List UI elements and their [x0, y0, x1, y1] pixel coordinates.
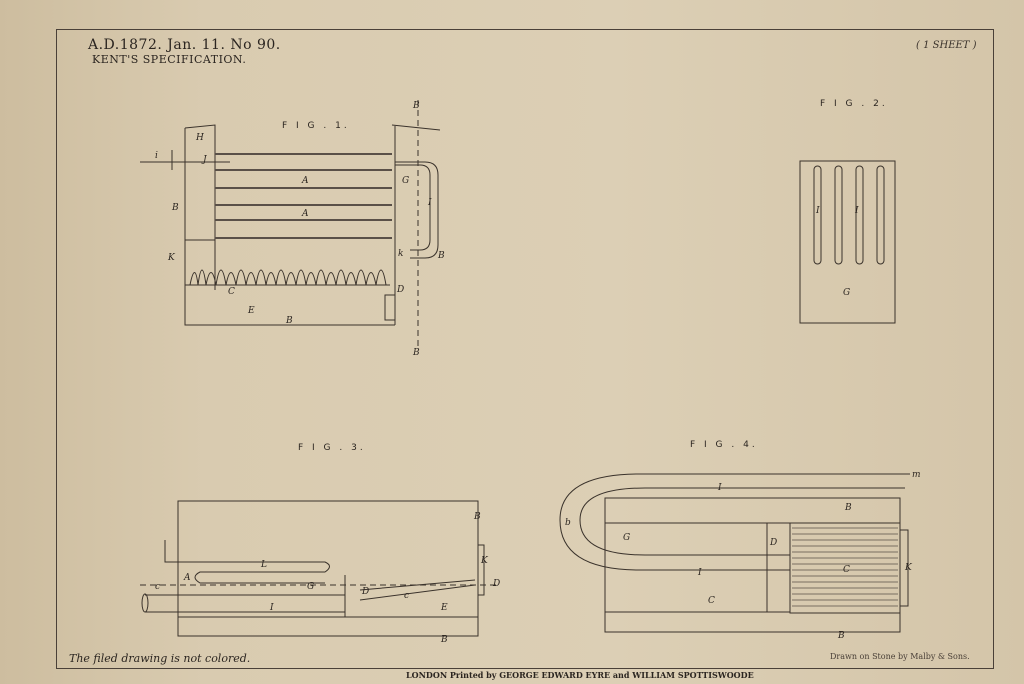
figure-1: F I G . 1. H i J A A B B B B B G I K k C… — [140, 100, 445, 358]
label: B — [473, 512, 481, 522]
sheet-count: ( 1 SHEET ) — [916, 40, 977, 51]
label: I — [427, 198, 432, 208]
lithographer-credit: Drawn on Stone by Malby & Sons. — [830, 652, 970, 661]
label: K — [480, 556, 489, 566]
fig3-title: F I G . 3. — [298, 443, 366, 453]
label: C — [228, 287, 235, 297]
label: b — [565, 518, 571, 528]
label: G — [307, 582, 314, 592]
label: B — [285, 316, 293, 326]
label: B — [412, 101, 420, 111]
label: A — [183, 573, 191, 583]
label: B — [837, 631, 845, 641]
label: K — [904, 563, 913, 573]
label: J — [201, 155, 208, 165]
specification-title: KENT'S SPECIFICATION. — [92, 53, 247, 66]
printer-credit: LONDON Printed by GEORGE EDWARD EYRE and… — [406, 670, 754, 680]
label: G — [402, 176, 409, 186]
label: D — [769, 538, 777, 548]
label: C — [843, 565, 850, 575]
label: D — [492, 579, 500, 589]
label: k — [398, 249, 403, 259]
label: H — [195, 133, 204, 143]
label: m — [912, 470, 921, 480]
fig2-title: F I G . 2. — [820, 99, 888, 109]
sheet-border — [56, 29, 994, 669]
label: I — [697, 568, 702, 578]
label: E — [247, 306, 255, 316]
label: B — [440, 635, 448, 645]
label: B — [412, 348, 420, 358]
label: G — [623, 533, 630, 543]
label: C — [708, 596, 715, 606]
label: B — [437, 251, 445, 261]
label: L — [260, 560, 267, 570]
figure-4: F I G . 4. m I I B B b G D C C K — [559, 440, 921, 641]
fig4-title: F I G . 4. — [690, 440, 758, 450]
label: K — [167, 253, 176, 263]
fig1-title: F I G . 1. — [282, 121, 350, 131]
label: i — [155, 151, 158, 161]
label: c — [404, 591, 409, 601]
label: D — [361, 587, 369, 597]
filed-note: The filed drawing is not colored. — [69, 652, 251, 665]
label: I — [269, 603, 274, 613]
label: I — [854, 206, 859, 216]
label: A — [301, 209, 309, 219]
label: I — [815, 206, 820, 216]
label: E — [440, 603, 448, 613]
label: D — [396, 285, 404, 295]
label: A — [301, 176, 309, 186]
label: B — [171, 203, 179, 213]
label: c — [155, 582, 160, 592]
figure-3: F I G . 3. B B K L A G c c D D I E — [140, 443, 500, 645]
figure-2: F I G . 2. I I G — [799, 99, 896, 324]
label: I — [717, 483, 722, 493]
label: B — [844, 503, 852, 513]
specification-date: A.D.1872. Jan. 11. No 90. — [88, 37, 281, 53]
label: G — [843, 288, 850, 298]
